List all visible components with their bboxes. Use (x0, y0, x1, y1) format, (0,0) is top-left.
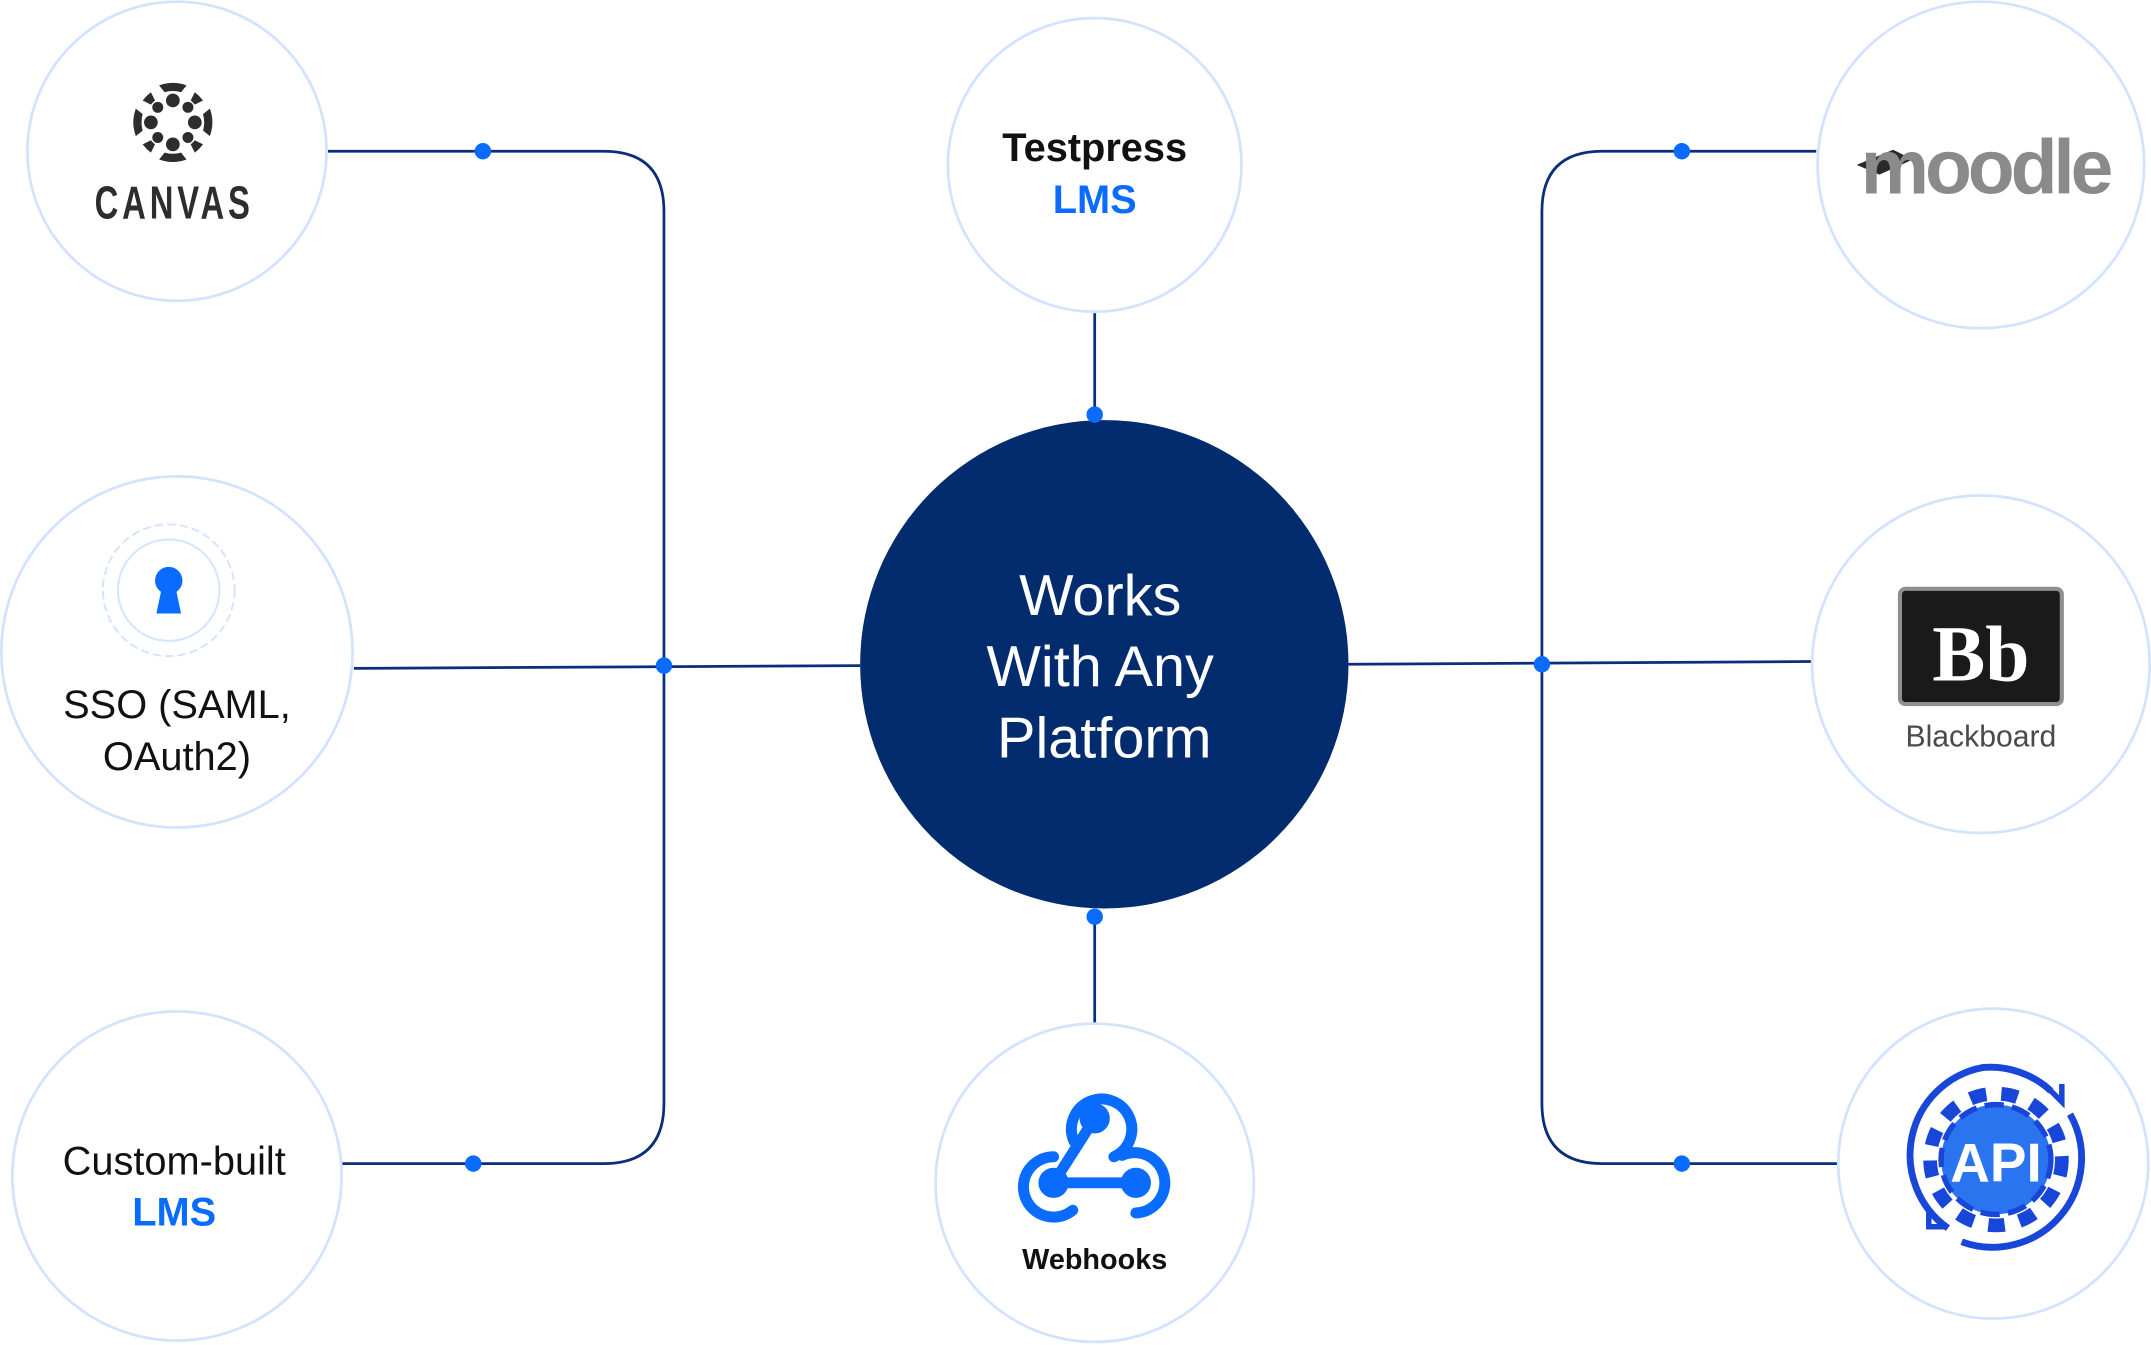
custom-lms-subtitle: LMS (132, 1190, 216, 1234)
left-connector (327, 149, 666, 1165)
api-node: API (1836, 1007, 2150, 1320)
canvas-node: CANVAS (26, 0, 328, 303)
graduation-cap-icon (1856, 149, 1913, 190)
blackboard-node: Bb Blackboard (1810, 494, 2151, 835)
center-line-2: With Any (987, 635, 1215, 699)
blackboard-logo-icon: Bb (1897, 586, 2064, 707)
keyhole-icon (101, 523, 236, 658)
api-gear-icon: API (1906, 1063, 2086, 1251)
canvas-label: CANVAS (95, 176, 254, 228)
webhooks-label: Webhooks (1022, 1244, 1167, 1276)
connector-dots (465, 142, 1691, 1172)
blackboard-label: Blackboard (1905, 721, 2056, 754)
right-connector (1540, 149, 1839, 1165)
custom-lms-node: Custom-built LMS (10, 1009, 343, 1342)
center-line-3: Platform (997, 707, 1212, 771)
center-hub: Works With Any Platform (860, 420, 1349, 909)
sso-node: SSO (SAML, OAuth2) (0, 474, 354, 829)
webhooks-icon (1017, 1093, 1171, 1223)
webhooks-node: Webhooks (934, 1022, 1256, 1344)
testpress-title: Testpress (1002, 126, 1187, 170)
canvas-logo-icon (133, 82, 213, 162)
moodle-logo: moodle (1861, 125, 2112, 211)
sso-subtitle: OAuth2) (103, 735, 251, 779)
api-label: API (1950, 1131, 2041, 1193)
blackboard-connector (1348, 660, 1813, 666)
testpress-node: Testpress LMS (946, 16, 1243, 314)
moodle-node: moodle (1816, 0, 2146, 330)
testpress-subtitle: LMS (1053, 178, 1137, 222)
sso-title: SSO (SAML, (63, 683, 291, 727)
center-line-1: Works (1019, 564, 1181, 628)
blackboard-logo-text: Bb (1932, 611, 2029, 699)
custom-lms-title: Custom-built (63, 1140, 286, 1184)
sso-connector (353, 664, 861, 670)
